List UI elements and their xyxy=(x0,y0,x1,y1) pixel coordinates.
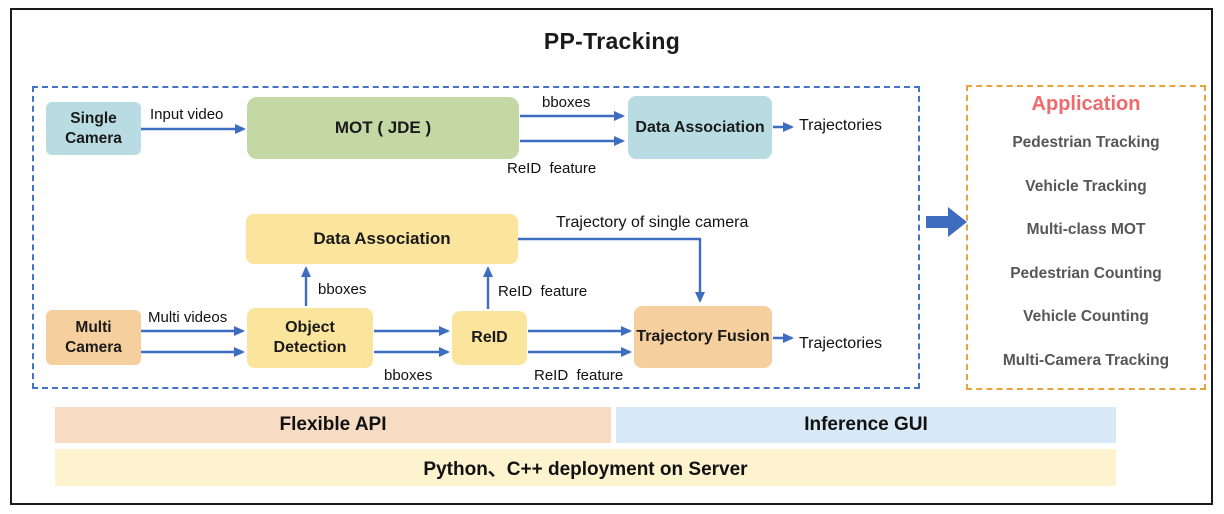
application-title: Application xyxy=(1031,93,1141,115)
edge-label-bboxes-top: bboxes xyxy=(542,94,591,111)
pipeline-panel xyxy=(32,86,920,389)
flexible-api-bar: Flexible API xyxy=(55,407,611,443)
edge-label-reid-feature-bottom: ReID feature xyxy=(534,367,624,384)
edge-label-bboxes-up: bboxes xyxy=(318,281,367,298)
node-single-camera: Single Camera xyxy=(46,102,141,155)
node-mot-jde: MOT ( JDE ) xyxy=(247,97,519,159)
application-panel xyxy=(966,85,1206,390)
inference-gui-bar: Inference GUI xyxy=(616,407,1116,443)
edge-label-bboxes-bottom: bboxes xyxy=(384,367,433,384)
node-multi-camera: Multi Camera xyxy=(46,310,141,365)
edge-label-multi-videos: Multi videos xyxy=(148,309,228,326)
deployment-bar: Python、C++ deployment on Server xyxy=(55,449,1116,486)
application-item: Pedestrian Counting xyxy=(1010,264,1162,282)
edge-label-trajectories-top: Trajectories xyxy=(799,117,882,134)
node-data-association-mid: Data Association xyxy=(246,214,518,264)
diagram-title: PP-Tracking xyxy=(543,28,681,54)
application-item: Multi-Camera Tracking xyxy=(1002,351,1170,369)
edge-label-trajectories-bottom: Trajectories xyxy=(799,335,882,352)
edge-label-input-video: Input video xyxy=(150,106,224,123)
edge-label-reid-feature-top: ReID feature xyxy=(507,160,597,177)
application-item: Vehicle Counting xyxy=(1023,308,1149,326)
node-object-detection: Object Detection xyxy=(247,308,373,368)
application-list: Pedestrian Tracking Vehicle Tracking Mul… xyxy=(966,128,1206,376)
application-item: Pedestrian Tracking xyxy=(1012,134,1160,151)
node-trajectory-fusion: Trajectory Fusion xyxy=(634,306,772,368)
application-item: Multi-class MOT xyxy=(1026,221,1146,239)
edge-label-trajectory-of-single-camera: Trajectory of single camera xyxy=(556,214,749,231)
node-reid: ReID xyxy=(452,311,527,365)
node-data-association-top: Data Association xyxy=(628,96,772,159)
application-item: Vehicle Tracking xyxy=(1025,177,1147,195)
edge-label-reid-feature-up: ReID feature xyxy=(498,283,588,300)
